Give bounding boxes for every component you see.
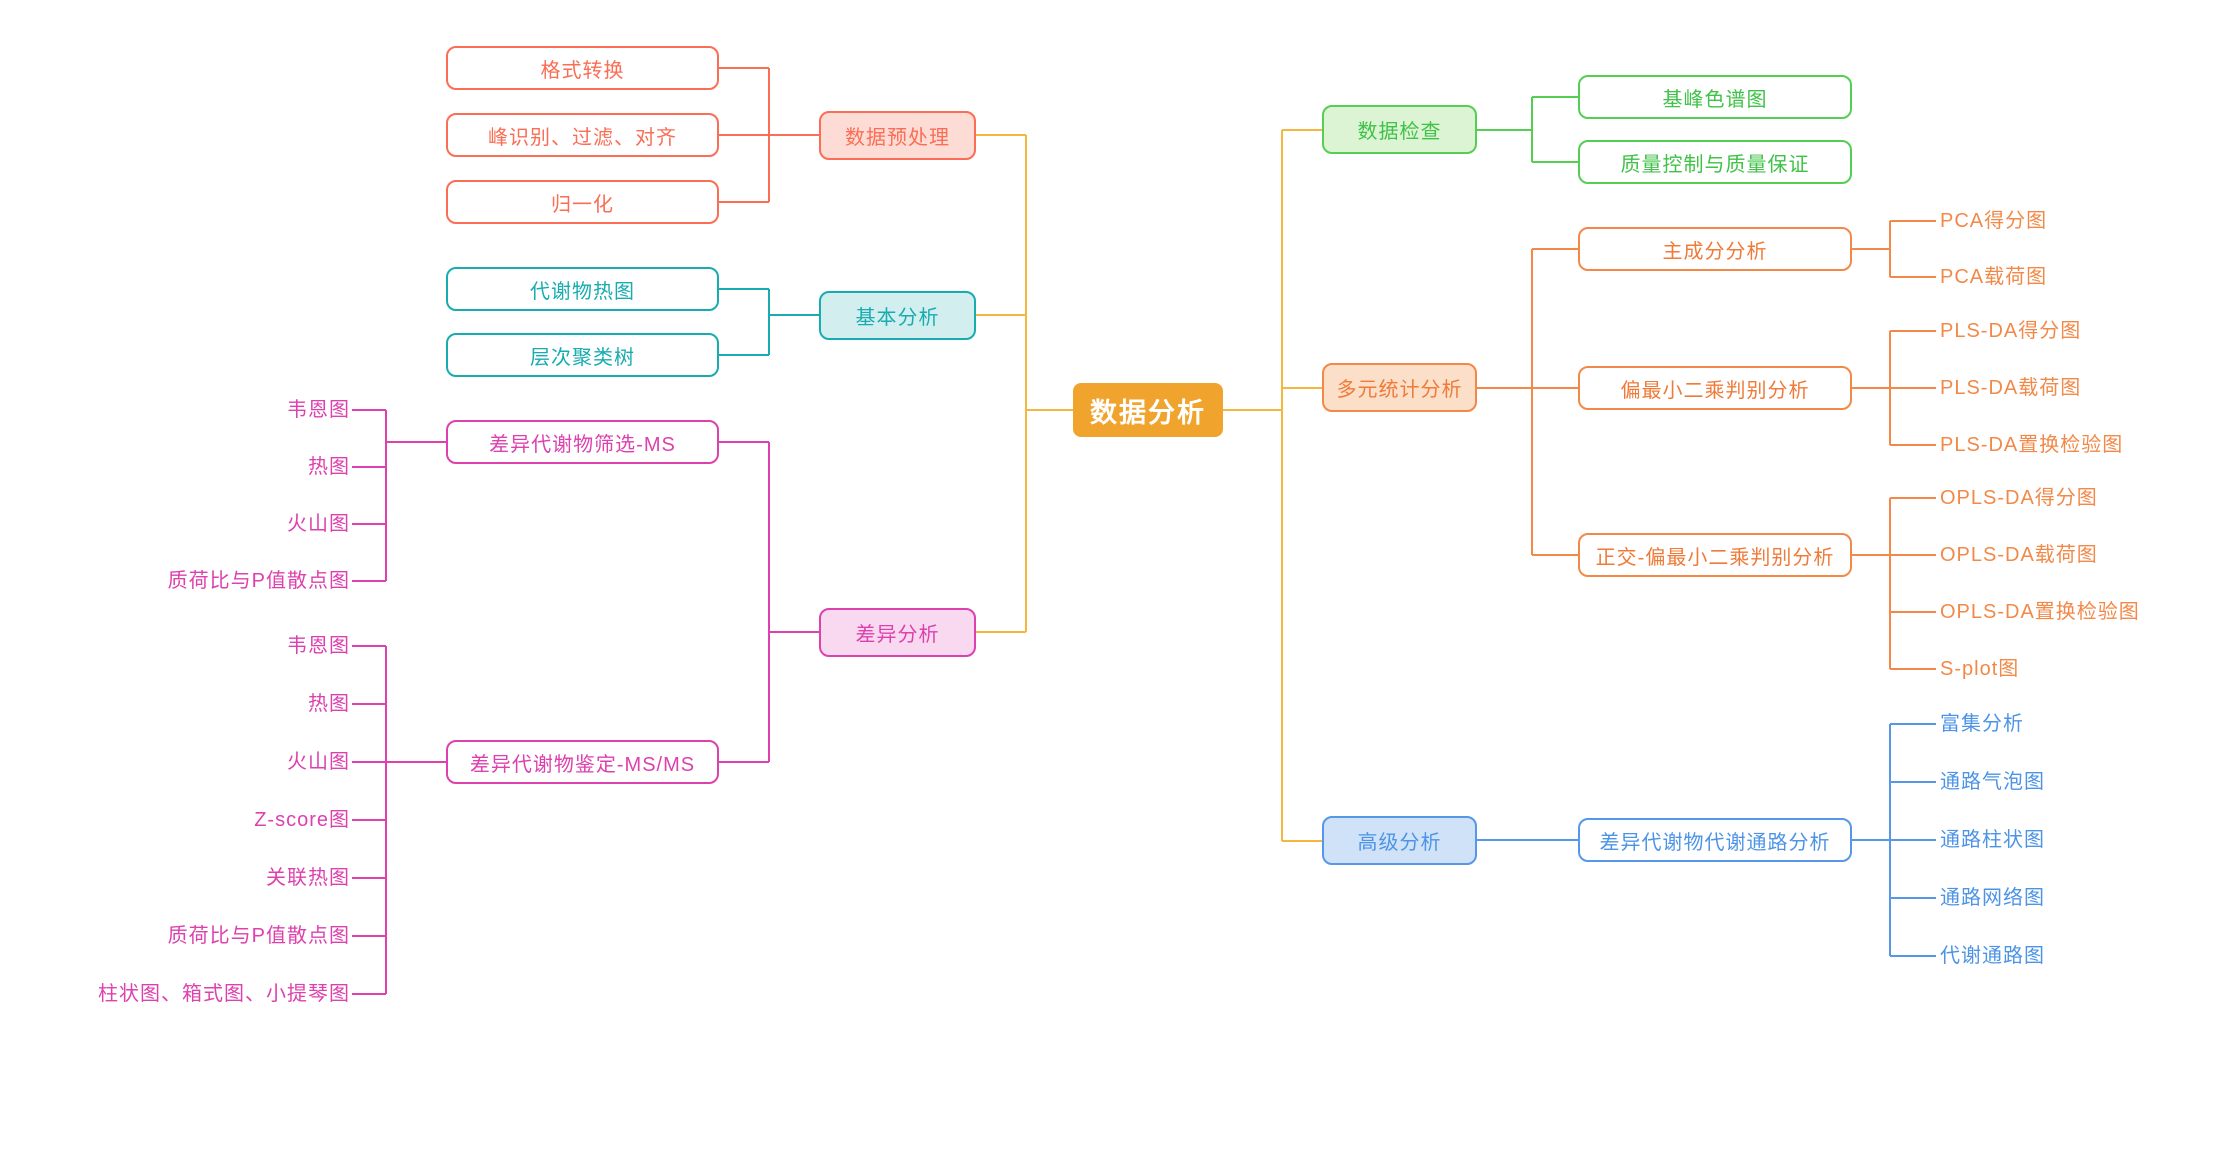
node-metabolite-heatmap[interactable]: 代谢物热图 [446, 267, 719, 311]
node-data-preprocessing[interactable]: 数据预处理 [819, 111, 976, 160]
node-root[interactable]: 数据分析 [1073, 383, 1223, 437]
leaf-pathway-bar[interactable]: 通路柱状图 [1940, 829, 2045, 851]
leaf-pca-loading[interactable]: PCA载荷图 [1940, 266, 2048, 288]
leaf-oplsda-permutation[interactable]: OPLS-DA置换检验图 [1940, 601, 2140, 623]
node-qc-qa[interactable]: 质量控制与质量保证 [1578, 140, 1852, 184]
node-basic-analysis[interactable]: 基本分析 [819, 291, 976, 340]
leaf-msms-venn[interactable]: 韦恩图 [287, 635, 350, 657]
leaf-ms-mz-pvalue-scatter[interactable]: 质荷比与P值散点图 [167, 570, 350, 592]
leaf-msms-zscore[interactable]: Z-score图 [254, 809, 350, 831]
node-oplsda[interactable]: 正交-偏最小二乘判别分析 [1578, 533, 1852, 577]
node-normalization[interactable]: 归一化 [446, 180, 719, 224]
node-advanced-analysis[interactable]: 高级分析 [1322, 816, 1477, 865]
leaf-oplsda-score[interactable]: OPLS-DA得分图 [1940, 487, 2098, 509]
node-multivariate-analysis[interactable]: 多元统计分析 [1322, 363, 1477, 412]
leaf-msms-mz-pvalue-scatter[interactable]: 质荷比与P值散点图 [167, 925, 350, 947]
leaf-ms-venn[interactable]: 韦恩图 [287, 399, 350, 421]
node-plsda[interactable]: 偏最小二乘判别分析 [1578, 366, 1852, 410]
leaf-pathway-bubble[interactable]: 通路气泡图 [1940, 771, 2045, 793]
node-hierarchical-clustering-tree[interactable]: 层次聚类树 [446, 333, 719, 377]
leaf-msms-correlation-heatmap[interactable]: 关联热图 [266, 867, 350, 889]
leaf-plsda-loading[interactable]: PLS-DA载荷图 [1940, 377, 2082, 399]
leaf-msms-bar-box-violin[interactable]: 柱状图、箱式图、小提琴图 [98, 983, 350, 1005]
node-data-check[interactable]: 数据检查 [1322, 105, 1477, 154]
leaf-metabolic-pathway[interactable]: 代谢通路图 [1940, 945, 2045, 967]
leaf-msms-volcano[interactable]: 火山图 [287, 751, 350, 773]
leaf-ms-heatmap[interactable]: 热图 [308, 456, 350, 478]
leaf-splot[interactable]: S-plot图 [1940, 658, 2020, 680]
leaf-oplsda-loading[interactable]: OPLS-DA载荷图 [1940, 544, 2098, 566]
node-pathway-analysis[interactable]: 差异代谢物代谢通路分析 [1578, 818, 1852, 862]
node-diff-metabolite-identification-msms[interactable]: 差异代谢物鉴定-MS/MS [446, 740, 719, 784]
leaf-pca-score[interactable]: PCA得分图 [1940, 210, 2048, 232]
leaf-enrichment[interactable]: 富集分析 [1940, 713, 2024, 735]
node-diff-metabolite-screening-ms[interactable]: 差异代谢物筛选-MS [446, 420, 719, 464]
leaf-pathway-network[interactable]: 通路网络图 [1940, 887, 2045, 909]
leaf-plsda-score[interactable]: PLS-DA得分图 [1940, 320, 2082, 342]
leaf-ms-volcano[interactable]: 火山图 [287, 513, 350, 535]
node-base-peak-chromatogram[interactable]: 基峰色谱图 [1578, 75, 1852, 119]
node-differential-analysis[interactable]: 差异分析 [819, 608, 976, 657]
leaf-plsda-permutation[interactable]: PLS-DA置换检验图 [1940, 434, 2124, 456]
node-peak-id-filter-align[interactable]: 峰识别、过滤、对齐 [446, 113, 719, 157]
node-format-conversion[interactable]: 格式转换 [446, 46, 719, 90]
leaf-msms-heatmap[interactable]: 热图 [308, 693, 350, 715]
node-pca[interactable]: 主成分分析 [1578, 227, 1852, 271]
